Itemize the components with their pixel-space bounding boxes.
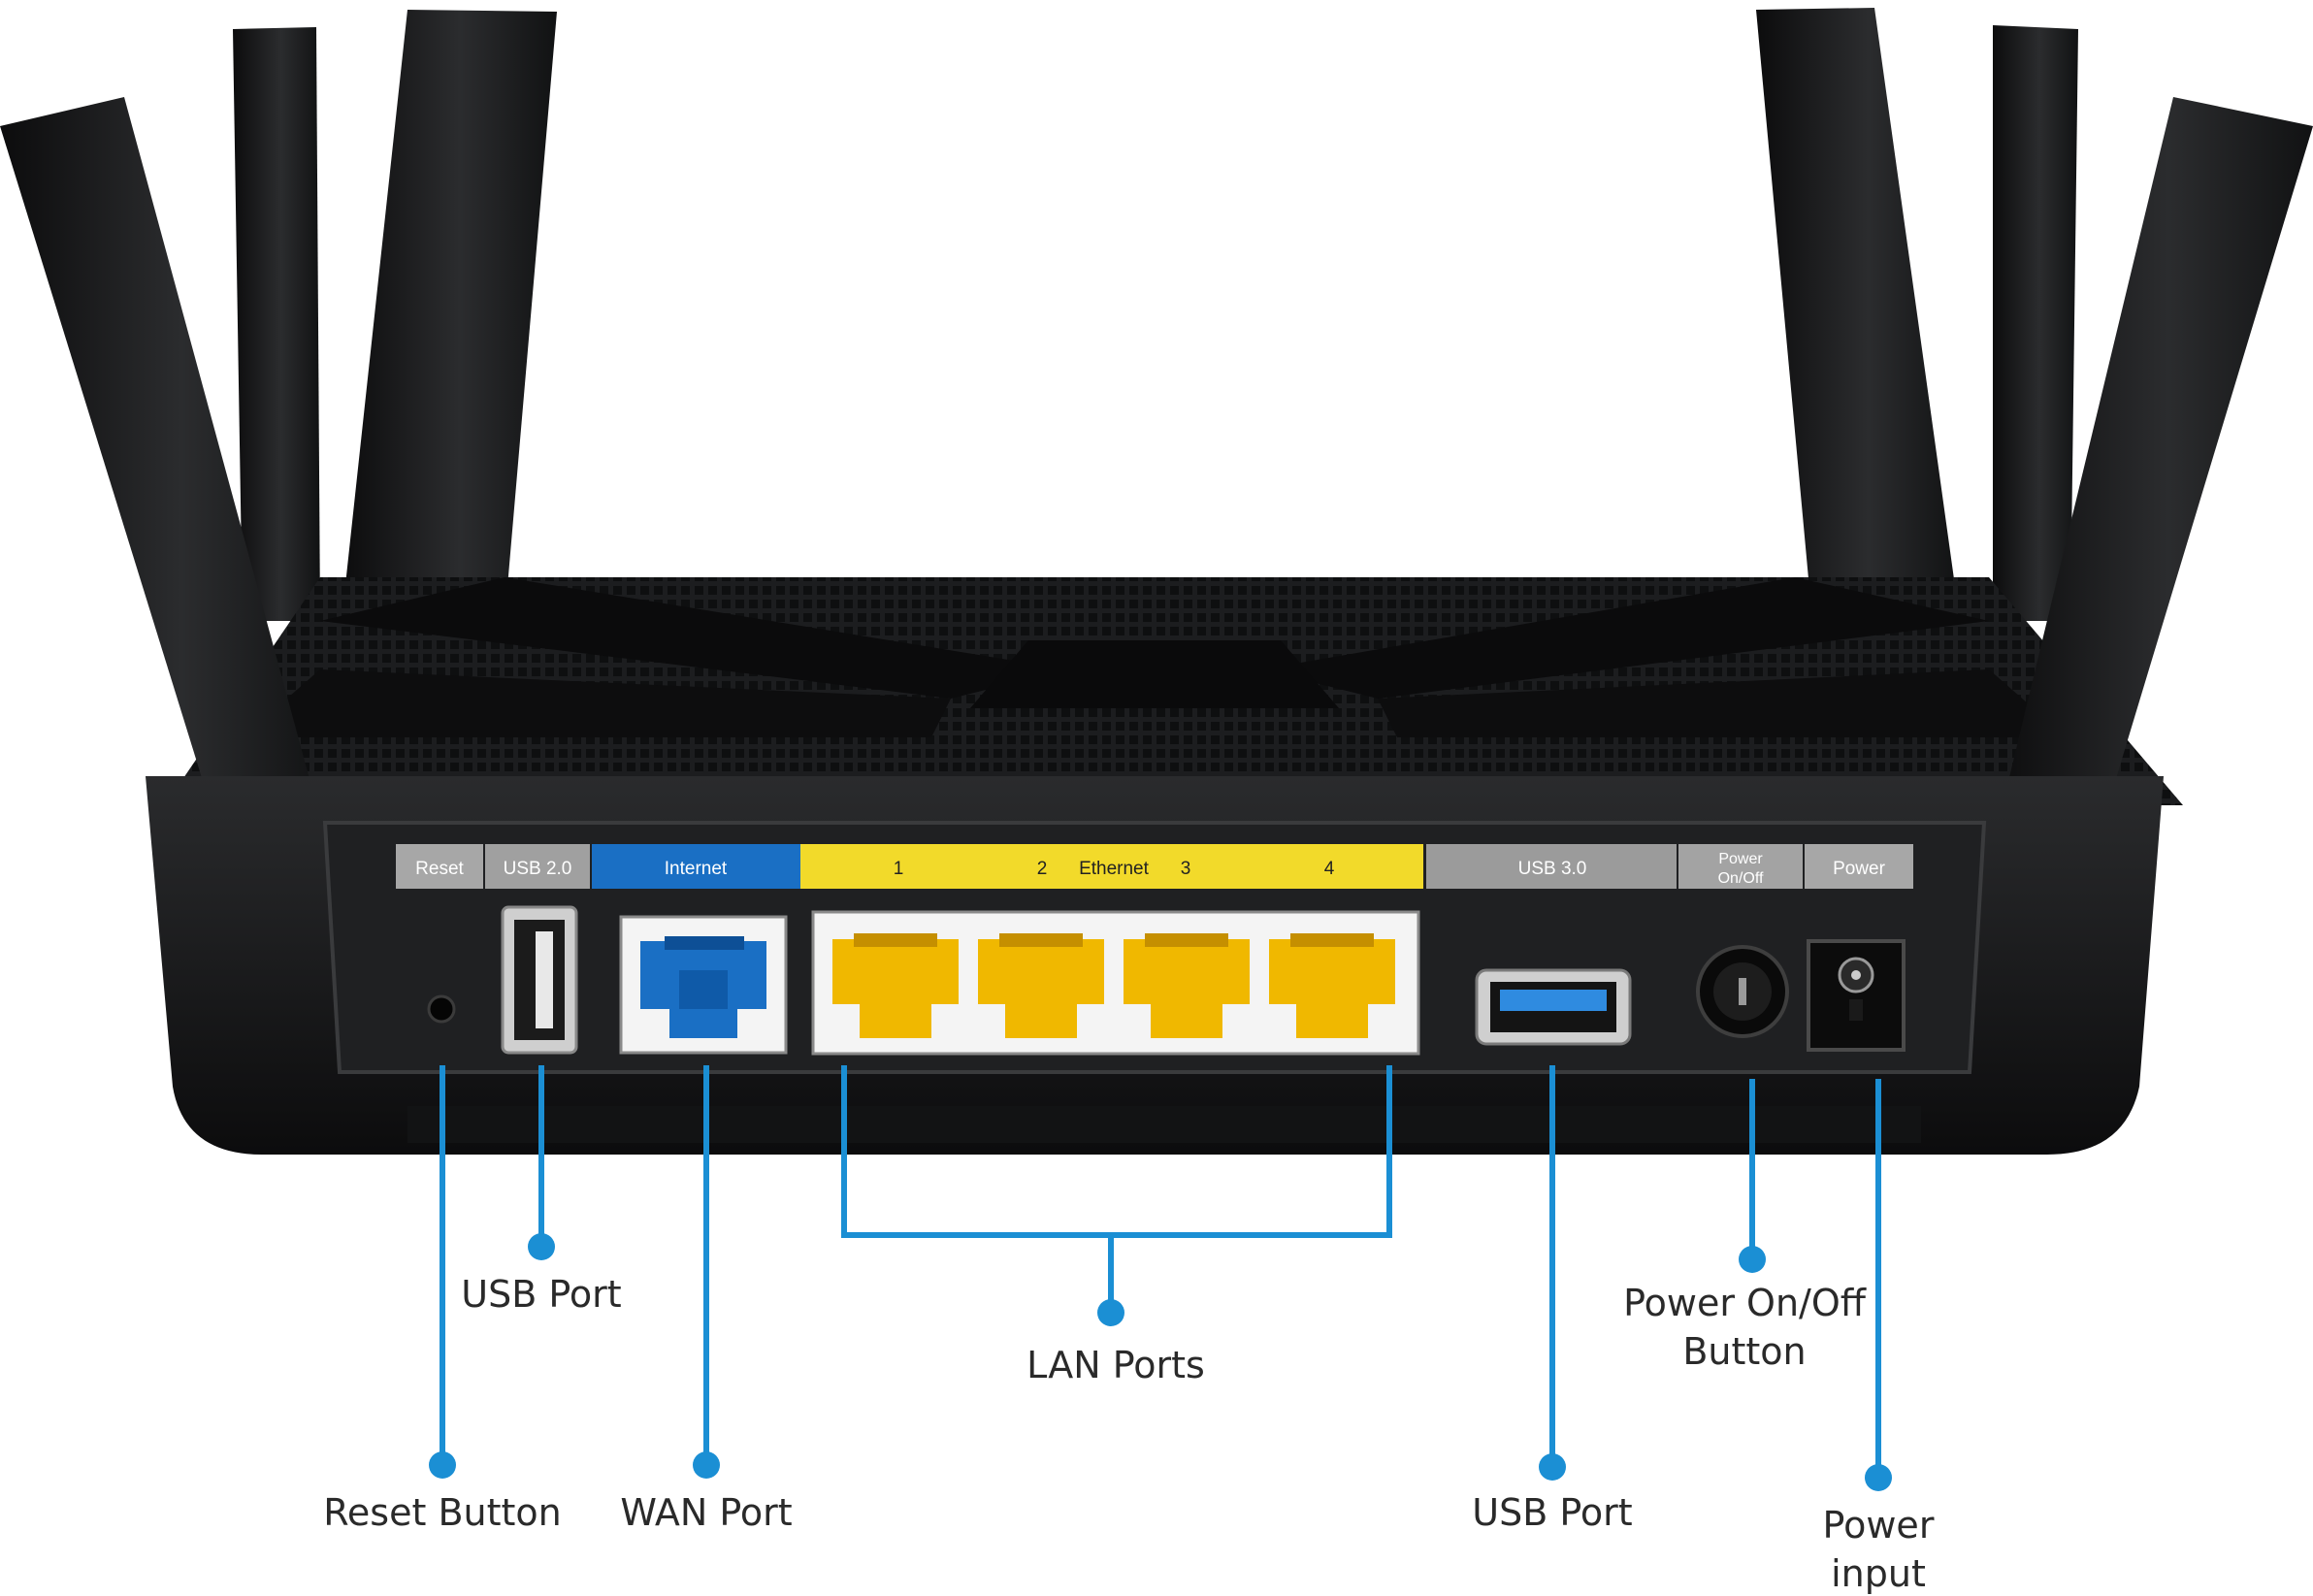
rj45-yellow-port-icon bbox=[1124, 933, 1250, 1038]
usb-right-callout-dot bbox=[1539, 1453, 1566, 1481]
rj45-yellow-port-icon bbox=[1269, 933, 1395, 1038]
antenna bbox=[1993, 25, 2078, 621]
strip-usb2 bbox=[485, 844, 590, 889]
lan-port-block bbox=[811, 910, 1420, 1056]
dc-power-jack-icon bbox=[1807, 939, 1906, 1052]
antenna bbox=[1756, 8, 1960, 621]
power-onoff-label-1: Power On/Off bbox=[1623, 1282, 1867, 1324]
power-input-label-2: input bbox=[1831, 1552, 1926, 1595]
strip-usb2-label: USB 2.0 bbox=[504, 859, 572, 879]
strip-ethernet-label: Ethernet bbox=[1079, 859, 1150, 879]
usb-a-port-icon bbox=[501, 905, 578, 1055]
lan-callout-bracket bbox=[841, 1065, 1392, 1238]
reset-callout-dot bbox=[429, 1451, 456, 1479]
strip-lan1-label: 1 bbox=[894, 859, 904, 879]
rj45-blue-port-icon bbox=[619, 915, 788, 1055]
rj45-yellow-port-icon bbox=[978, 933, 1104, 1038]
callout-labels: USB Port Reset Button WAN Port LAN Ports… bbox=[323, 1273, 1935, 1595]
strip-lan2-label: 2 bbox=[1037, 859, 1048, 879]
strip-reset bbox=[396, 844, 483, 889]
strip-power-onoff-label-2: On/Off bbox=[1718, 870, 1764, 887]
reset-button-label: Reset Button bbox=[323, 1491, 562, 1534]
power-input-callout-dot bbox=[1865, 1464, 1892, 1491]
strip-lan4-label: 4 bbox=[1324, 859, 1335, 879]
antenna bbox=[0, 97, 330, 878]
antennas-back bbox=[233, 8, 2078, 621]
power-onoff-label-2: Button bbox=[1682, 1330, 1806, 1373]
strip-power-label: Power bbox=[1833, 859, 1886, 879]
strip-usb3 bbox=[1426, 844, 1677, 889]
strip-power-onoff-label-1: Power bbox=[1718, 851, 1763, 867]
strip-internet bbox=[592, 844, 800, 889]
strip-power-onoff bbox=[1678, 844, 1803, 889]
wan-port-label: WAN Port bbox=[620, 1491, 792, 1534]
antenna bbox=[1991, 97, 2313, 878]
power-button-icon bbox=[1696, 945, 1789, 1038]
strip-lan3-label: 3 bbox=[1181, 859, 1191, 879]
usb-port-right-label: USB Port bbox=[1472, 1491, 1632, 1534]
callout-dots bbox=[429, 1233, 1892, 1491]
router-top bbox=[165, 577, 2183, 805]
strip-power bbox=[1805, 844, 1913, 889]
antennas-front bbox=[0, 97, 2313, 878]
power-onoff-callout-dot bbox=[1739, 1246, 1766, 1273]
lan-callout-dot bbox=[1097, 1299, 1124, 1326]
strip-ethernet bbox=[800, 844, 1423, 889]
usb-port-left-label: USB Port bbox=[461, 1273, 621, 1316]
wan-callout-dot bbox=[693, 1451, 720, 1479]
port-label-strip: Reset USB 2.0 Internet 1 2 Ethernet 3 4 … bbox=[396, 844, 1913, 889]
strip-reset-label: Reset bbox=[415, 859, 464, 879]
antenna bbox=[342, 10, 557, 621]
ports bbox=[427, 905, 1906, 1056]
usb-left-callout-dot bbox=[528, 1233, 555, 1260]
callout-lines bbox=[440, 1065, 1881, 1475]
rj45-yellow-port-icon bbox=[832, 933, 959, 1038]
strip-internet-label: Internet bbox=[665, 859, 728, 879]
reset-pinhole-icon bbox=[427, 994, 456, 1024]
usb3-port-icon bbox=[1475, 968, 1632, 1046]
strip-usb3-label: USB 3.0 bbox=[1518, 859, 1587, 879]
antenna bbox=[233, 27, 320, 621]
lan-ports-label: LAN Ports bbox=[1026, 1344, 1205, 1386]
power-input-label-1: Power bbox=[1823, 1504, 1935, 1547]
bottom-vents bbox=[407, 1106, 1921, 1143]
